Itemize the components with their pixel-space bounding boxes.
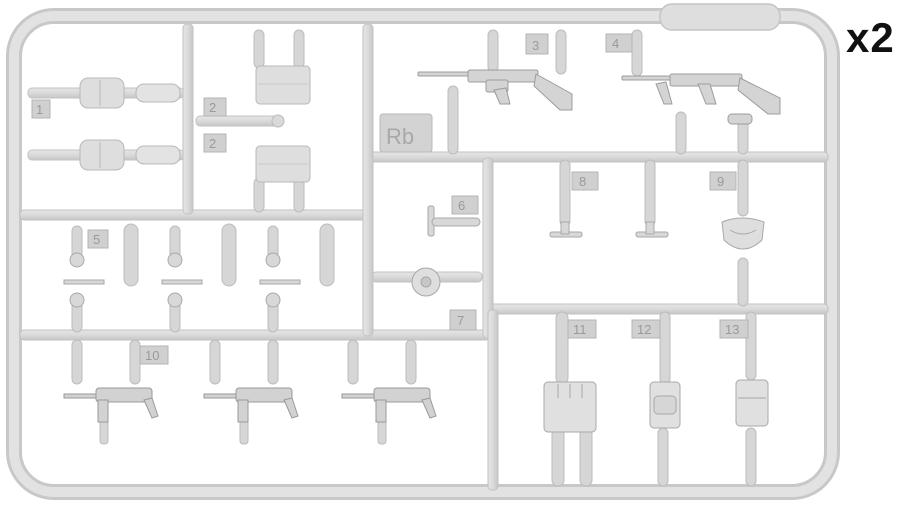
part-number-6: 6 [458,198,465,213]
part-13-pouch [735,379,769,427]
part-number-2-upper: 2 [209,100,216,115]
number-tabs [31,33,749,365]
part-8-rods [549,221,669,238]
part-5-clips [63,252,301,308]
part-number-5: 5 [93,232,100,247]
part-3-thompson-gun [417,69,573,111]
part-number-9: 9 [717,174,724,189]
part-number-1: 1 [36,102,43,117]
part-4-thompson-gun [621,73,781,125]
part-2-bag-upper [255,65,311,105]
part-9-helmet [721,217,765,250]
part-10-grease-guns [63,387,437,423]
part-number-3: 3 [532,38,539,53]
part-number-4: 4 [612,36,619,51]
part-number-2-lower: 2 [209,136,216,151]
sprue-code-label: Rb [386,124,414,149]
sprue-tab [659,3,781,31]
part-1-pouch-lower [79,139,181,171]
part-12-canteen-pouch [649,381,681,429]
part-7-compass [411,267,441,297]
part-number-10: 10 [145,348,159,363]
part-number-12: 12 [637,322,651,337]
part-11-ammo-pouch [543,381,597,433]
part-number-11: 11 [573,322,587,337]
part-1-pouch-upper [79,77,181,109]
quantity-multiplier: x2 [846,14,895,61]
part-number-8: 8 [579,174,586,189]
part-number-13: 13 [725,322,739,337]
part-6-sling-swivel [427,205,481,237]
part-2-bag-lower [255,145,311,183]
part-number-7: 7 [457,313,464,328]
sprue-code-tab [379,113,433,153]
